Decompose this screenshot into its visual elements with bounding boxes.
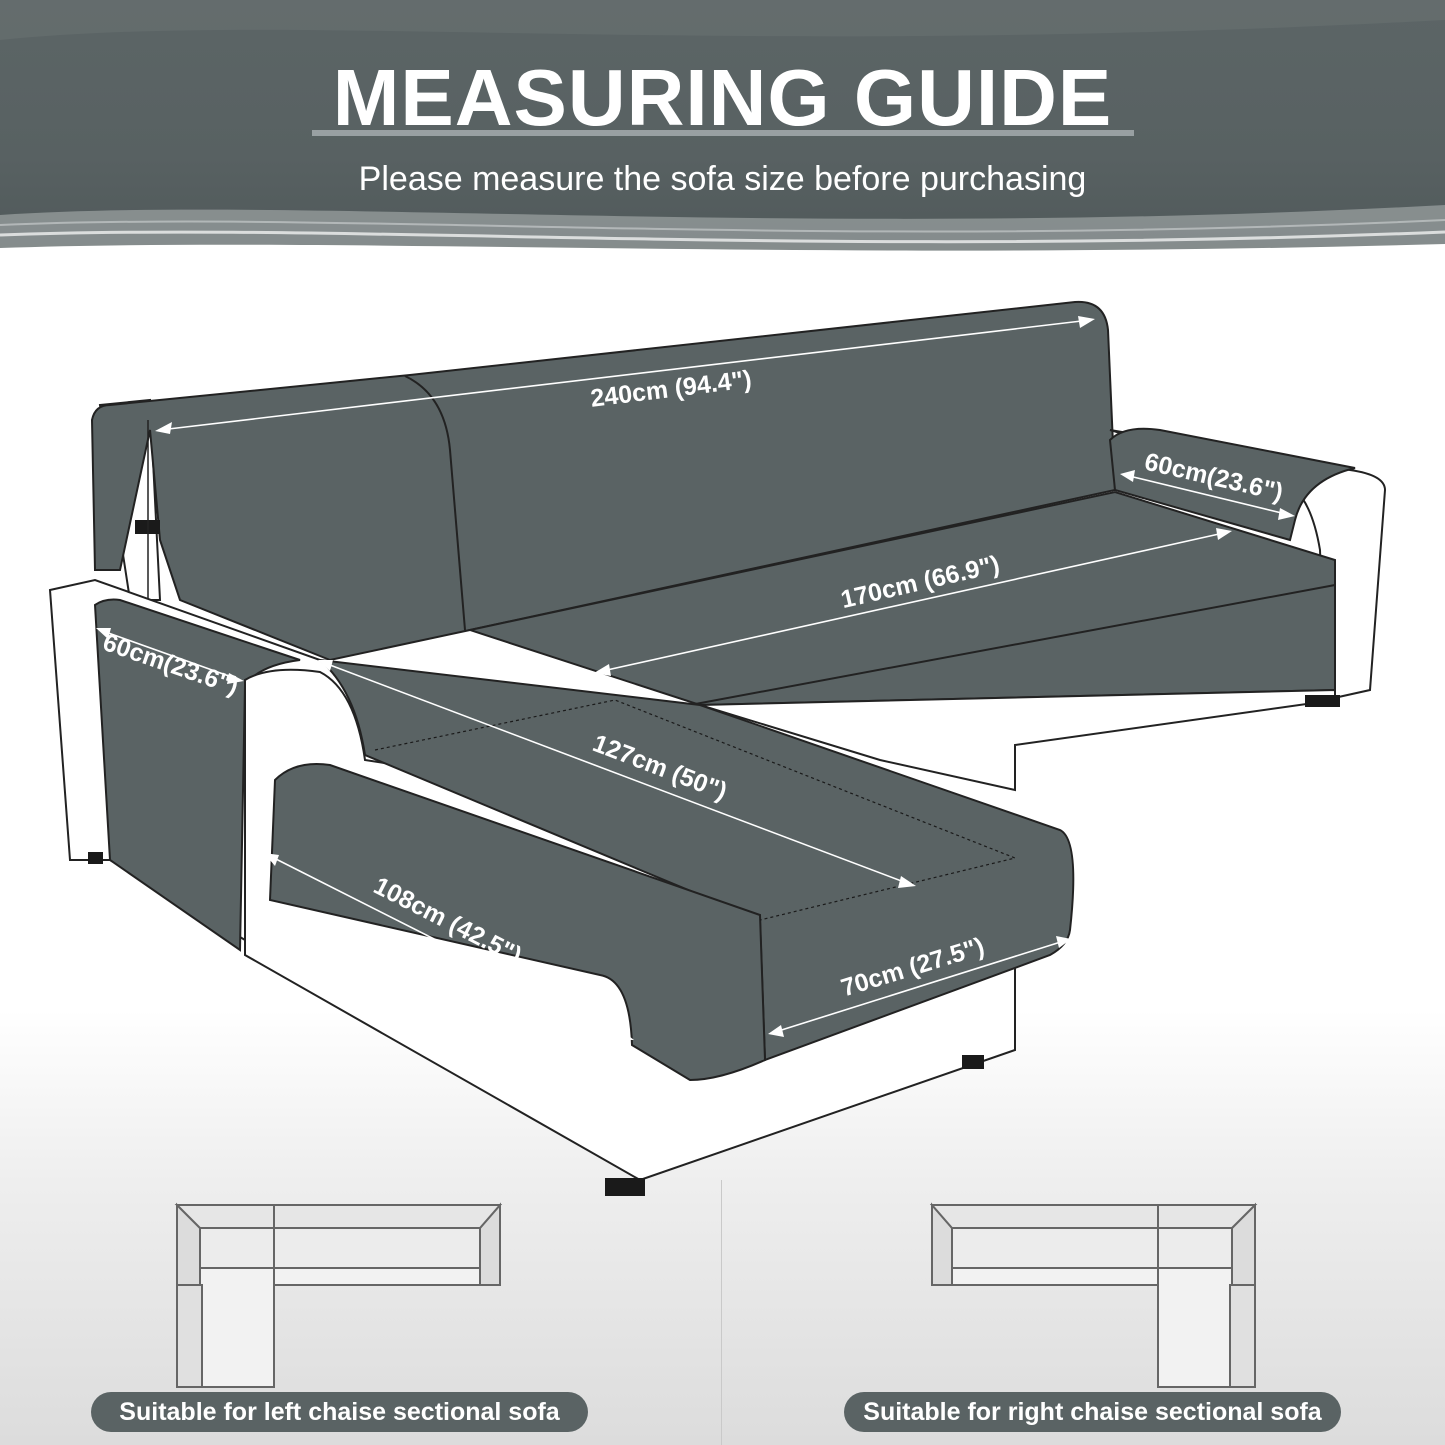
banner-wave-decoration — [0, 0, 1445, 262]
dimension-arrows — [96, 316, 1295, 1040]
right-chaise-label: Suitable for right chaise sectional sofa — [844, 1392, 1341, 1432]
options-divider — [721, 1180, 722, 1445]
backrest-cover — [90, 300, 1117, 662]
chaise-cushion — [268, 763, 767, 1082]
title-underline — [312, 130, 1134, 136]
left-chaise-diagram — [174, 1202, 503, 1388]
right-arm-cover — [1108, 427, 1356, 542]
header-banner: MEASURING GUIDE Please measure the sofa … — [0, 0, 1445, 262]
page-subtitle: Please measure the sofa size before purc… — [358, 160, 1087, 198]
sofa-illustration: 240cm (94.4") 60cm(23.6") 170cm (66.9") … — [48, 300, 1387, 1196]
right-chaise-diagram — [929, 1202, 1258, 1388]
dotted-outline — [374, 699, 1017, 921]
page-title: MEASURING GUIDE — [332, 53, 1113, 142]
left-chaise-label: Suitable for left chaise sectional sofa — [91, 1392, 588, 1432]
